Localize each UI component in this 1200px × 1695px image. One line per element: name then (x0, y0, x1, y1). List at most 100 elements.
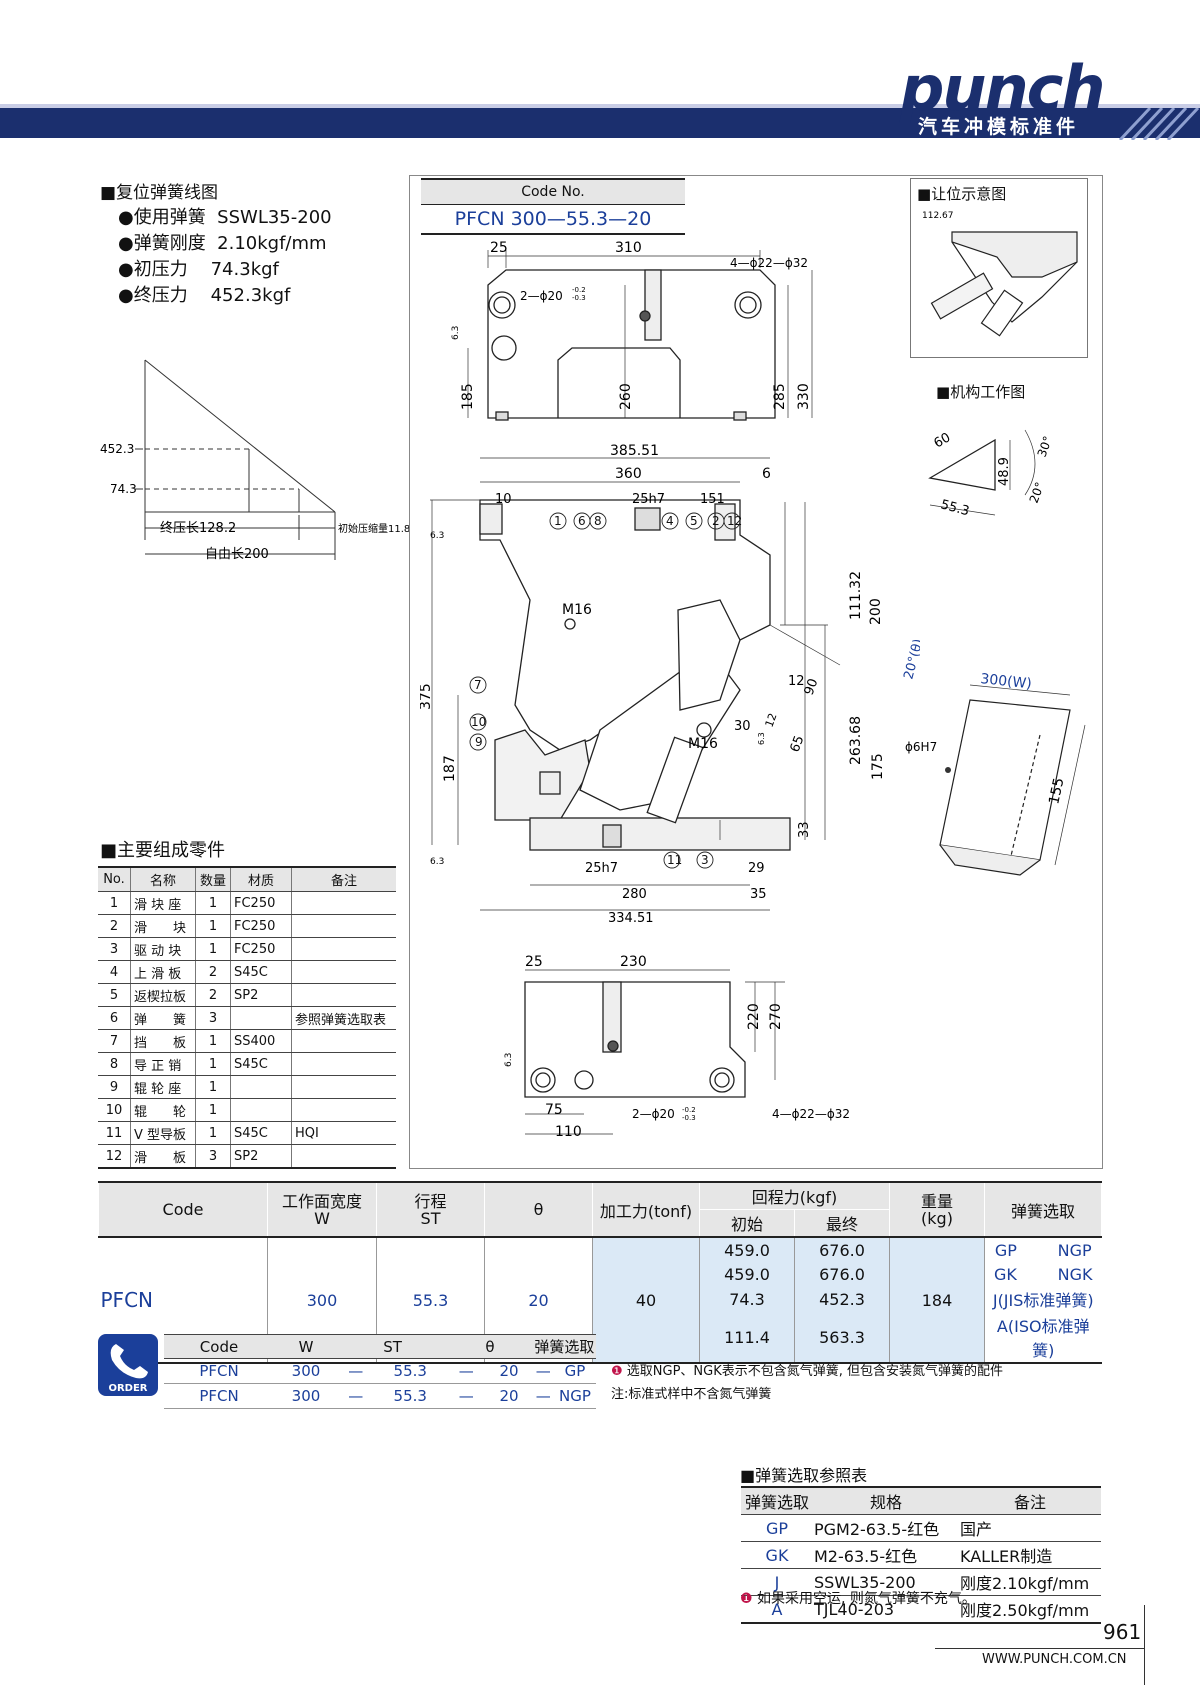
front-dim-187: 187 (442, 755, 458, 782)
spec-spring-2: GK NGK (984, 1262, 1102, 1286)
alert-icon: ❶ (740, 1591, 753, 1607)
part-qty: 1 (195, 1052, 231, 1076)
part-material: FC250 (230, 914, 292, 938)
parts-heading: ■主要组成零件 (100, 840, 226, 861)
spec-code: PFCN (100, 1288, 154, 1312)
mechanism-drawing: 60 48.9 55.3 30° 20° (928, 429, 1055, 519)
spec-h-final: 最终 (794, 1209, 890, 1238)
front-dim-151: 151 (700, 492, 725, 507)
bottom-hole-big: 4—ϕ22—ϕ32 (772, 1107, 850, 1121)
front-dim-360: 360 (615, 466, 642, 482)
balloon-1: 1 (554, 514, 562, 528)
initial-compression-label: 初始压缩量11.8 (338, 522, 410, 535)
top-dim-285: 285 (772, 383, 788, 410)
top-hole-small: 2—ϕ20 (520, 289, 563, 303)
spec-spring-4: A(ISO标准弹簧) (984, 1312, 1102, 1363)
part-material (230, 1075, 292, 1099)
part-name: 滑 块 (130, 914, 196, 938)
mech-dim-60: 60 (932, 430, 954, 451)
front-dim-280: 280 (622, 887, 647, 902)
bottom-rough: 6.3 (504, 1053, 514, 1067)
mechanism-heading: ■机构工作图 (936, 383, 1026, 401)
front-thread-2: M16 (688, 736, 718, 752)
spec-spring-1: GP NGP (984, 1237, 1102, 1262)
part-no: 7 (98, 1029, 131, 1053)
front-thread-1: M16 (562, 602, 592, 618)
spec-ret-init-2: 459.0 (699, 1262, 795, 1286)
balloon-6: 6 (578, 514, 586, 528)
spec-weight: 184 (889, 1237, 985, 1363)
top-dim-25: 25 (490, 240, 508, 256)
part-qty: 1 (195, 1029, 231, 1053)
clearance-heading: ■让位示意图 (917, 185, 1007, 203)
front-dim-12b: 12 (763, 711, 780, 729)
part-qty: 2 (195, 983, 231, 1007)
work-face-drawing: 300(W) ϕ6H7 155 (905, 671, 1086, 876)
parts-col-material: 材质 (230, 866, 292, 892)
code-number-box: Code No. PFCN 300—55.3—20 (421, 178, 685, 235)
bottom-dim-220: 220 (746, 1003, 762, 1030)
front-dim-12: 12 (788, 674, 805, 689)
balloon-9: 9 (475, 735, 483, 749)
spec-h-spring: 弹簧选取 (984, 1181, 1102, 1238)
front-dim-30: 30 (734, 719, 751, 734)
top-hole-big: 4—ϕ22—ϕ32 (730, 256, 808, 270)
free-length-label: 自由长200 (205, 547, 269, 562)
front-dim-334: 334.51 (608, 911, 654, 926)
part-no: 2 (98, 914, 131, 938)
part-material: FC250 (230, 891, 292, 915)
work-face-height: 155 (1046, 776, 1067, 805)
balloon-3: 3 (701, 853, 709, 867)
part-remark (291, 983, 396, 1007)
spec-ret-init-1: 459.0 (699, 1237, 795, 1262)
balloon-12: 12 (727, 514, 742, 528)
sref-col-spec: 规格 (813, 1486, 959, 1515)
part-name: 滑 板 (130, 1144, 196, 1169)
spec-ret-final-1: 676.0 (794, 1237, 890, 1262)
y-label-final: 452.3 (100, 442, 134, 456)
spec-spring: ●使用弹簧 SSWL35-200 (118, 207, 332, 228)
brand-logo: punch (900, 52, 1106, 125)
spec-ret-final-3: 452.3 (794, 1286, 890, 1312)
front-dim-263: 263.68 (848, 716, 864, 765)
part-name: 驱 动 块 (130, 937, 196, 961)
sref-col-type: 弹簧选取 (741, 1486, 813, 1515)
part-remark (291, 914, 396, 938)
front-dim-25h7b: 25h7 (585, 861, 618, 876)
part-qty: 1 (195, 914, 231, 938)
footer-divider (1144, 1605, 1145, 1685)
part-remark: 参照弹簧选取表 (291, 1006, 396, 1030)
mech-angle-20: 20° (1027, 480, 1047, 505)
spring-chart-heading: ■复位弹簧线图 (100, 183, 219, 203)
part-no: 9 (98, 1075, 131, 1099)
part-qty: 2 (195, 960, 231, 984)
header-hatch (1118, 108, 1200, 140)
bottom-view-drawing: 25 230 220 270 75 110 2—ϕ20 -0.2 -0.3 4—… (504, 954, 850, 1140)
part-name: 辊 轮 (130, 1098, 196, 1122)
part-material: SP2 (230, 1144, 292, 1169)
balloon-5: 5 (690, 514, 698, 528)
parts-header-row: No. 名称 数量 材质 备注 (98, 866, 396, 892)
spring-ref-note: ❶ 如果采用空运, 则氮气弹簧不充气。 (740, 1591, 976, 1607)
balloon-4: 4 (666, 514, 674, 528)
front-dim-6: 6 (762, 466, 771, 482)
part-qty: 1 (195, 1098, 231, 1122)
parts-col-qty: 数量 (195, 866, 231, 892)
part-qty: 1 (195, 1121, 231, 1145)
part-name: 滑 块 座 (130, 891, 196, 915)
